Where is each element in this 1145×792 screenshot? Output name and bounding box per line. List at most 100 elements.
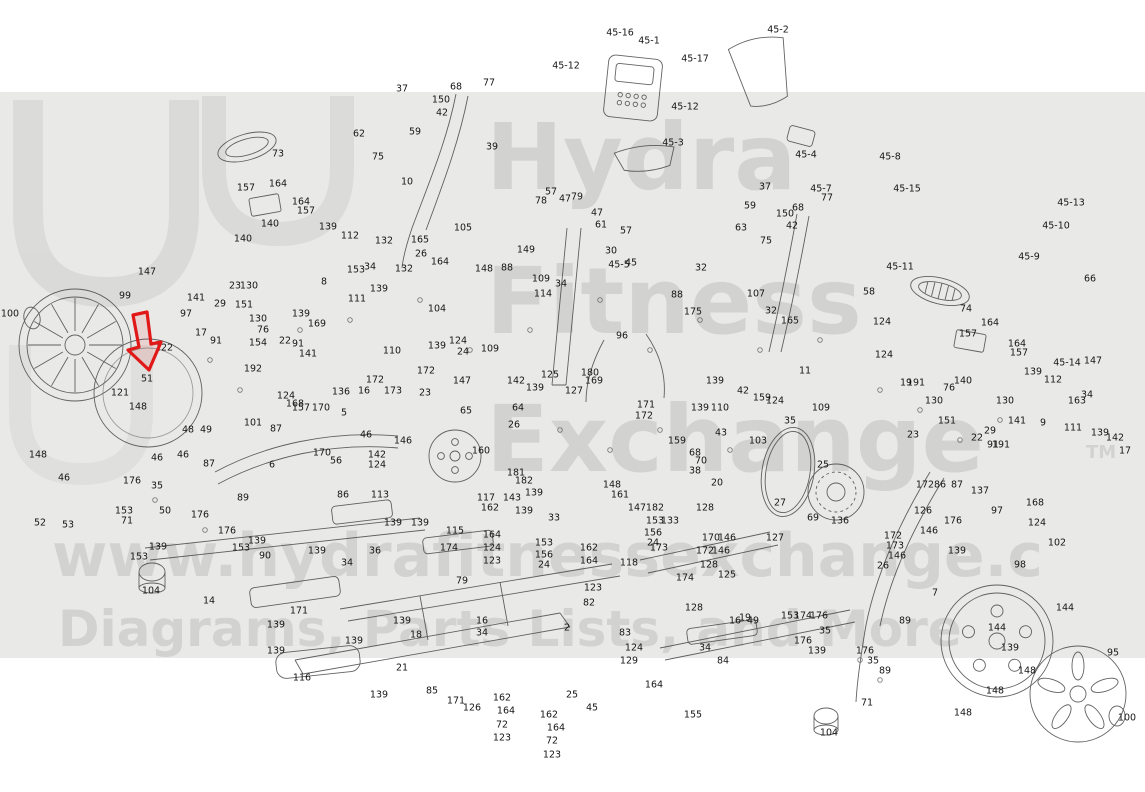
part-label: 130 bbox=[239, 280, 259, 292]
part-label: 76 bbox=[256, 324, 270, 336]
part-label: 17 bbox=[1118, 445, 1132, 457]
part-label: 71 bbox=[860, 697, 874, 709]
part-label: 157 bbox=[291, 402, 311, 414]
part-label: 2 bbox=[563, 622, 571, 634]
part-label: 165 bbox=[410, 234, 430, 246]
part-label: 110 bbox=[382, 345, 402, 357]
part-label: 76 bbox=[942, 382, 956, 394]
center-mast bbox=[551, 227, 582, 386]
part-label: 139 bbox=[947, 545, 967, 557]
part-label: 159 bbox=[667, 435, 687, 447]
part-label: 141 bbox=[1007, 415, 1027, 427]
part-label: 159 bbox=[752, 392, 772, 404]
part-label: 143 bbox=[502, 492, 522, 504]
part-label: 104 bbox=[819, 727, 839, 739]
part-label: 71 bbox=[120, 515, 134, 527]
part-label: 34 bbox=[340, 557, 354, 569]
part-label: 45-16 bbox=[606, 27, 634, 39]
part-label: 47 bbox=[590, 207, 604, 219]
part-label: 181 bbox=[506, 467, 526, 479]
part-label: 142 bbox=[506, 375, 526, 387]
part-label: 62 bbox=[352, 128, 366, 140]
part-label: 57 bbox=[544, 186, 558, 198]
part-label: 168 bbox=[1025, 497, 1045, 509]
part-label: 22 bbox=[970, 432, 984, 444]
part-label: 139 bbox=[392, 615, 412, 627]
part-label: 10 bbox=[400, 176, 414, 188]
part-label: 103 bbox=[748, 435, 768, 447]
part-label: 87 bbox=[269, 423, 283, 435]
part-label: 79 bbox=[570, 191, 584, 203]
part-label: 162 bbox=[539, 709, 559, 721]
part-label: 147 bbox=[452, 375, 472, 387]
part-label: 83 bbox=[618, 627, 632, 639]
part-label: 157 bbox=[236, 182, 256, 194]
part-label: 157 bbox=[296, 205, 316, 217]
part-label: 164 bbox=[430, 256, 450, 268]
part-label: 86 bbox=[933, 479, 947, 491]
part-label: 49 bbox=[199, 424, 213, 436]
part-label: 19 bbox=[899, 377, 913, 389]
part-label: 125 bbox=[540, 369, 560, 381]
part-label: 171 bbox=[446, 695, 466, 707]
part-label: 39 bbox=[485, 141, 499, 153]
part-label: 139 bbox=[1090, 427, 1110, 439]
part-label: 136 bbox=[331, 386, 351, 398]
part-label: 163 bbox=[1067, 395, 1087, 407]
part-label: 18 bbox=[409, 629, 423, 641]
watermark-text-line1: Hydra bbox=[486, 104, 797, 211]
part-label: 45-3 bbox=[662, 137, 684, 149]
part-label: 126 bbox=[462, 702, 482, 714]
part-label: 148 bbox=[953, 707, 973, 719]
part-label: 101 bbox=[243, 417, 263, 429]
part-label: 124 bbox=[874, 349, 894, 361]
part-label: 164 bbox=[644, 679, 664, 691]
part-label: 116 bbox=[292, 672, 312, 684]
part-label: 123 bbox=[482, 555, 502, 567]
part-label: 25 bbox=[816, 459, 830, 471]
washer-100-left bbox=[23, 306, 41, 330]
part-label: 34 bbox=[363, 261, 377, 273]
part-label: 139 bbox=[307, 545, 327, 557]
part-label: 139 bbox=[266, 619, 286, 631]
part-label: 123 bbox=[583, 582, 603, 594]
part-label: 97 bbox=[990, 505, 1004, 517]
part-label: 35 bbox=[150, 480, 164, 492]
part-label: 35 bbox=[783, 415, 797, 427]
part-label: 42 bbox=[736, 385, 750, 397]
part-label: 32 bbox=[764, 305, 778, 317]
part-label: 182 bbox=[514, 475, 534, 487]
part-label: 153 bbox=[780, 610, 800, 622]
part-label: 153 bbox=[114, 505, 134, 517]
disc-69 bbox=[807, 463, 865, 521]
part-label: 151 bbox=[937, 415, 957, 427]
part-label: 153 bbox=[231, 542, 251, 554]
part-label: 45-12 bbox=[552, 60, 580, 72]
part-label: 68 bbox=[449, 81, 463, 93]
part-label: 124 bbox=[482, 542, 502, 554]
part-label: 180 bbox=[580, 367, 600, 379]
part-label: 124 bbox=[1027, 517, 1047, 529]
part-label: 153 bbox=[129, 551, 149, 563]
watermark-text-line2: Fitness bbox=[486, 248, 862, 355]
part-label: 84 bbox=[716, 655, 730, 667]
part-label: 87 bbox=[950, 479, 964, 491]
part-label: 124 bbox=[872, 316, 892, 328]
part-label: 157 bbox=[958, 328, 978, 340]
part-label: 139 bbox=[525, 382, 545, 394]
part-label: 146 bbox=[717, 532, 737, 544]
part-label: 156 bbox=[643, 527, 663, 539]
part-label: 89 bbox=[236, 492, 250, 504]
part-label: 176 bbox=[793, 635, 813, 647]
part-label: 29 bbox=[983, 425, 997, 437]
red-arrow-shape bbox=[126, 310, 163, 372]
part-label: 164 bbox=[980, 317, 1000, 329]
part-label: 191 bbox=[906, 377, 926, 389]
part-label: 51 bbox=[140, 373, 154, 385]
part-label: 88 bbox=[500, 262, 514, 274]
part-label: 157 bbox=[1009, 347, 1029, 359]
part-label: 121 bbox=[110, 387, 130, 399]
part-label: 140 bbox=[233, 233, 253, 245]
part-label: 91 bbox=[291, 338, 305, 350]
